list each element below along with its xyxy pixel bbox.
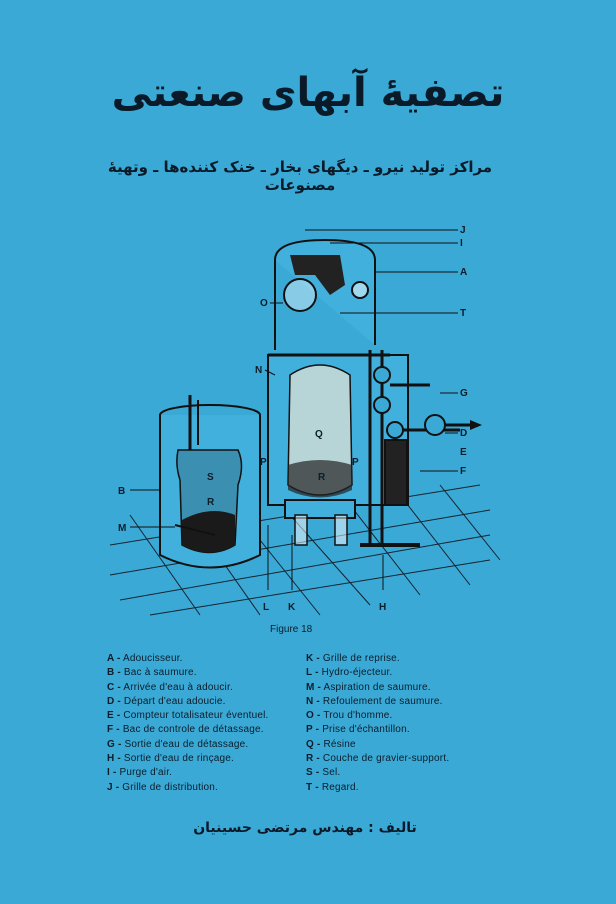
label-J: J [460, 225, 466, 236]
label-A: A [460, 267, 467, 278]
valve-cluster [373, 366, 446, 439]
legend-item: S - Sel. [306, 767, 341, 779]
figure-caption: Figure 18 [270, 624, 313, 635]
outlet-arrow [470, 420, 482, 430]
label-O: O [260, 298, 268, 309]
book-subtitle: مراکز تولید نیرو ـ دیگهای بخار ـ خنک کنن… [107, 158, 493, 194]
legend-item: D - Départ d'eau adoucie. [107, 695, 226, 707]
label-T: T [460, 308, 466, 319]
legend-item: O - Trou d'homme. [306, 710, 393, 722]
legend-item: J - Grille de distribution. [107, 781, 219, 793]
label-P-left: P [260, 457, 267, 468]
legend-item: N - Refoulement de saumure. [306, 695, 443, 707]
label-R-column: R [318, 472, 326, 483]
legend-item: L - Hydro-éjecteur. [306, 667, 393, 679]
legend-item: Q - Résine [306, 738, 356, 750]
water-softener-diagram: J I A T G D E F O N B M S R Q R P P L K … [109, 225, 501, 616]
label-H: H [379, 602, 386, 613]
label-M: M [118, 523, 126, 534]
legend-item: T - Regard. [306, 781, 359, 793]
legend-item: A - Adoucisseur. [107, 653, 183, 664]
label-K: K [288, 602, 296, 613]
label-I: I [460, 238, 463, 249]
label-F: F [460, 466, 466, 477]
legend-left-column: A - Adoucisseur. B - Bac à saumure. C - … [107, 652, 327, 795]
label-E: E [460, 447, 467, 458]
legend-item: M - Aspiration de saumure. [306, 681, 431, 693]
label-Q: Q [315, 429, 323, 440]
label-P-right: P [352, 457, 359, 468]
label-D: D [460, 428, 467, 439]
brine-tank [159, 395, 261, 569]
brine-control-tank [384, 439, 408, 506]
legend-item: E - Compteur totalisateur éventuel. [107, 710, 269, 722]
label-N: N [255, 365, 262, 376]
label-R-brine: R [207, 497, 215, 508]
legend-item: H - Sortie d'eau de rinçage. [107, 753, 235, 765]
resin-column [267, 354, 409, 546]
label-L: L [263, 602, 269, 613]
legend-right-column: K - Grille de reprise. L - Hydro-éjecteu… [306, 652, 506, 795]
legend-item: I - Purge d'air. [107, 767, 173, 779]
label-G: G [460, 388, 468, 399]
label-B: B [118, 486, 125, 497]
legend-item: F - Bac de controle de détassage. [107, 724, 264, 736]
author-line: تالیف : مهندس مرتضی حسینیان [193, 820, 417, 836]
legend-item: R - Couche de gravier-support. [306, 753, 450, 765]
legend-item: K - Grille de reprise. [306, 653, 400, 664]
book-title: تصفیهٔ آبهای صنعتی [111, 70, 505, 116]
legend-item: B - Bac à saumure. [107, 667, 197, 679]
leader-lines [130, 229, 458, 590]
legend-item: C - Arrivée d'eau à adoucir. [107, 681, 233, 693]
legend-item: P - Prise d'échantillon. [306, 724, 410, 736]
legend-item: G - Sortie d'eau de détassage. [107, 738, 249, 750]
softener-column [274, 238, 376, 350]
label-S: S [207, 472, 214, 483]
